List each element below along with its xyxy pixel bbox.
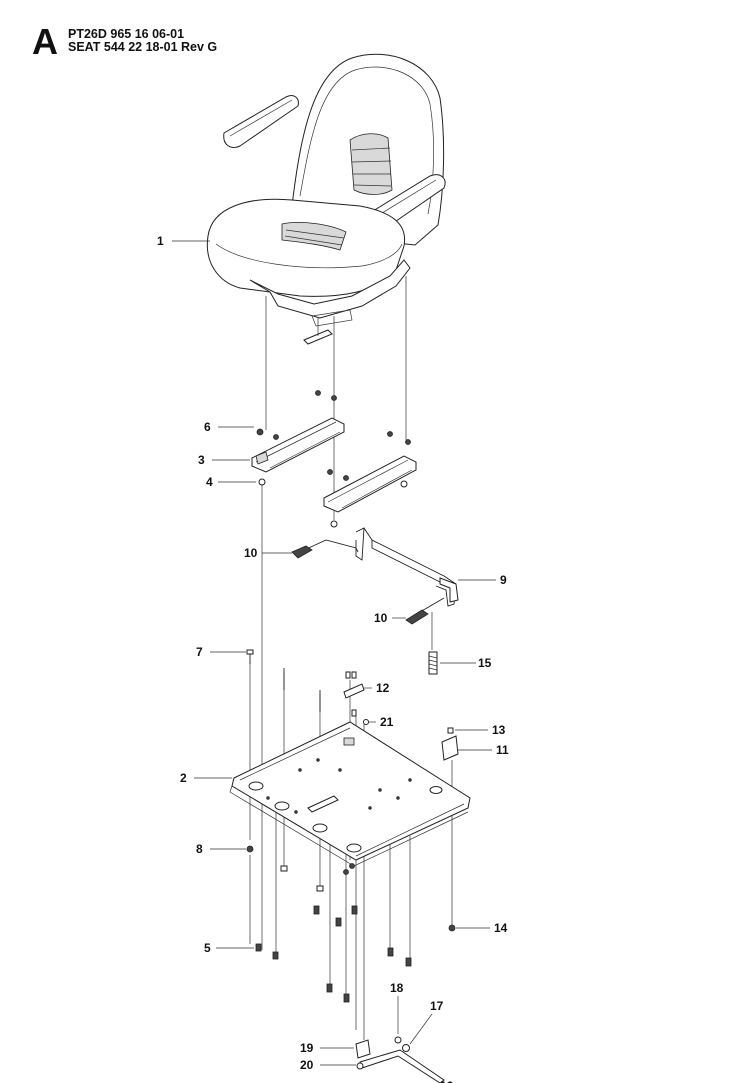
callout-13[interactable]: 13: [492, 723, 506, 737]
callout-1[interactable]: 1: [157, 234, 164, 248]
callout-4[interactable]: 4: [206, 475, 213, 489]
seat-assembly[interactable]: [206, 53, 446, 345]
leader-lines: [172, 240, 496, 1066]
lever-handle-upper[interactable]: [291, 545, 313, 559]
lower-linkage[interactable]: [355, 1036, 445, 1083]
callout-7[interactable]: 7: [196, 645, 203, 659]
bracket-fasteners: [256, 390, 411, 528]
slide-bracket-right[interactable]: [323, 455, 417, 513]
callout-10-upper[interactable]: 10: [244, 546, 258, 560]
callout-3[interactable]: 3: [198, 453, 205, 467]
callout-10-lower[interactable]: 10: [374, 611, 388, 625]
callout-9[interactable]: 9: [500, 573, 507, 587]
callout-6[interactable]: 6: [204, 420, 211, 434]
seat-plate[interactable]: [229, 721, 471, 867]
callout-19[interactable]: 19: [300, 1041, 314, 1055]
callout-16[interactable]: 16: [440, 1079, 454, 1083]
return-spring[interactable]: [428, 651, 438, 675]
callout-15[interactable]: 15: [478, 656, 492, 670]
callout-11[interactable]: 11: [496, 743, 509, 757]
slide-bracket-left[interactable]: [251, 417, 345, 473]
hardware-fasteners: [246, 649, 459, 1003]
callout-20[interactable]: 20: [300, 1058, 314, 1072]
callout-8[interactable]: 8: [196, 842, 203, 856]
assembly-title: SEAT 544 22 18-01 Rev G: [68, 40, 218, 54]
callout-2[interactable]: 2: [180, 771, 187, 785]
callout-labels: 1 6 3 4 10 9 10 7 15 12 21 13 11 2 8 14 …: [157, 234, 509, 1083]
alignment-lines: [249, 276, 453, 1040]
callout-17[interactable]: 17: [430, 999, 444, 1013]
adjustment-lever[interactable]: [299, 527, 459, 613]
model-number: PT26D 965 16 06-01: [68, 27, 185, 41]
callout-12[interactable]: 12: [376, 681, 390, 695]
lever-handle-lower[interactable]: [405, 609, 429, 625]
callout-14[interactable]: 14: [494, 921, 508, 935]
callout-21[interactable]: 21: [380, 715, 394, 729]
callout-5[interactable]: 5: [204, 941, 211, 955]
section-letter: A: [32, 21, 58, 62]
callout-18[interactable]: 18: [390, 981, 404, 995]
